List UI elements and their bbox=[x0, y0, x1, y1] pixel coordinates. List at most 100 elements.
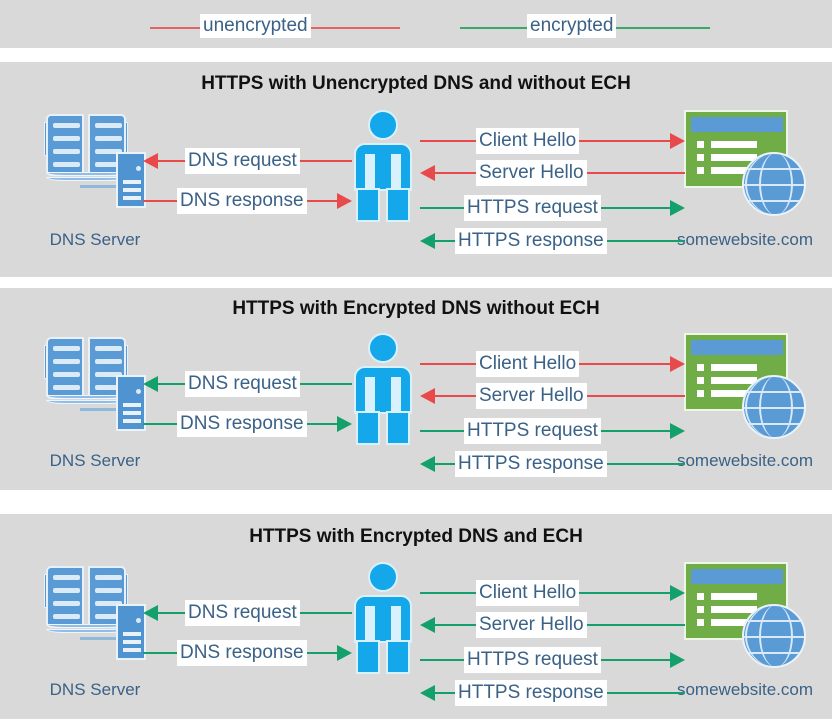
flow-dns-request: DNS request bbox=[143, 371, 352, 397]
book-icon bbox=[44, 562, 128, 636]
person-head bbox=[368, 333, 398, 363]
flow-label: DNS request bbox=[185, 600, 300, 626]
book-page-left bbox=[46, 114, 84, 176]
arrowhead-right-icon bbox=[670, 133, 685, 149]
globe-icon bbox=[742, 375, 806, 439]
person-arm-right bbox=[391, 377, 401, 413]
person-body bbox=[354, 595, 412, 643]
person-leg-left bbox=[356, 188, 380, 222]
person-leg-right bbox=[386, 411, 410, 445]
flow-server-hello: Server Hello bbox=[420, 383, 685, 409]
panel-encrypted-dns-and-ech: HTTPS with Encrypted DNS and ECH bbox=[0, 514, 832, 719]
server-status-dot bbox=[136, 618, 141, 623]
dns-server-icon bbox=[30, 562, 160, 672]
flow-client-hello: Client Hello bbox=[420, 580, 685, 606]
website-globe-icon bbox=[684, 333, 810, 441]
arrowhead-left-icon bbox=[143, 376, 158, 392]
flow-label: DNS request bbox=[185, 148, 300, 174]
arrowhead-right-icon bbox=[670, 423, 685, 439]
person-leg-left bbox=[356, 640, 380, 674]
panel-unencrypted-dns: HTTPS with Unencrypted DNS and without E… bbox=[0, 62, 832, 277]
server-status-dot bbox=[136, 389, 141, 394]
arrowhead-right-icon bbox=[670, 356, 685, 372]
website-label: somewebsite.com bbox=[676, 451, 814, 470]
flow-label: HTTPS response bbox=[455, 228, 607, 254]
flow-label: DNS request bbox=[185, 371, 300, 397]
person-arm-left bbox=[365, 154, 375, 190]
flow-https-request: HTTPS request bbox=[420, 647, 685, 673]
flow-dns-request: DNS request bbox=[143, 148, 352, 174]
flow-dns-response: DNS response bbox=[143, 188, 352, 214]
website-globe-icon bbox=[684, 110, 810, 218]
book-pages-fan bbox=[46, 624, 126, 628]
browser-titlebar bbox=[691, 340, 783, 355]
dns-server-icon bbox=[30, 110, 160, 220]
server-rack-icon bbox=[116, 152, 146, 208]
flow-https-request: HTTPS request bbox=[420, 195, 685, 221]
panel-title: HTTPS with Unencrypted DNS and without E… bbox=[201, 73, 631, 94]
person-arm-right bbox=[391, 606, 401, 642]
globe-icon bbox=[742, 604, 806, 668]
flow-label: HTTPS request bbox=[464, 195, 601, 221]
dns-server-label: DNS Server bbox=[49, 680, 141, 699]
arrowhead-left-icon bbox=[143, 153, 158, 169]
legend-item-encrypted: encrypted bbox=[460, 0, 710, 48]
legend-strip: unencrypted encrypted bbox=[0, 0, 832, 48]
flow-client-hello: Client Hello bbox=[420, 128, 685, 154]
person-leg-right bbox=[386, 188, 410, 222]
person-arm-left bbox=[365, 377, 375, 413]
book-pages-fan bbox=[46, 395, 126, 399]
arrowhead-left-icon bbox=[420, 388, 435, 404]
flow-label: Client Hello bbox=[476, 580, 580, 606]
arrowhead-right-icon bbox=[670, 200, 685, 216]
book-page-left bbox=[46, 566, 84, 628]
flow-label: DNS response bbox=[177, 411, 307, 437]
flow-label: HTTPS request bbox=[464, 647, 601, 673]
arrowhead-left-icon bbox=[420, 165, 435, 181]
legend-label-encrypted: encrypted bbox=[527, 14, 617, 38]
book-page-left bbox=[46, 337, 84, 399]
dns-server-icon bbox=[30, 333, 160, 443]
flow-label: DNS response bbox=[177, 188, 307, 214]
arrowhead-left-icon bbox=[420, 617, 435, 633]
user-person-icon bbox=[352, 333, 414, 445]
website-label: somewebsite.com bbox=[676, 680, 814, 699]
person-leg-left bbox=[356, 411, 380, 445]
book-pages-fan bbox=[46, 172, 126, 176]
server-status-dot bbox=[136, 166, 141, 171]
arrowhead-left-icon bbox=[420, 233, 435, 249]
arrowhead-right-icon bbox=[337, 416, 352, 432]
flow-https-response: HTTPS response bbox=[420, 680, 685, 706]
flow-client-hello: Client Hello bbox=[420, 351, 685, 377]
legend-item-unencrypted: unencrypted bbox=[150, 0, 400, 48]
person-head bbox=[368, 562, 398, 592]
flow-dns-response: DNS response bbox=[143, 411, 352, 437]
flow-label: Client Hello bbox=[476, 128, 580, 154]
flow-label: HTTPS response bbox=[455, 680, 607, 706]
flow-https-response: HTTPS response bbox=[420, 451, 685, 477]
user-person-icon bbox=[352, 562, 414, 674]
browser-titlebar bbox=[691, 117, 783, 132]
flow-label: Server Hello bbox=[476, 160, 587, 186]
globe-icon bbox=[742, 152, 806, 216]
flow-dns-request: DNS request bbox=[143, 600, 352, 626]
book-pages-fan-2 bbox=[46, 400, 126, 404]
flow-https-request: HTTPS request bbox=[420, 418, 685, 444]
panel-encrypted-dns: HTTPS with Encrypted DNS without ECH bbox=[0, 288, 832, 490]
flow-label: DNS response bbox=[177, 640, 307, 666]
flow-label: Client Hello bbox=[476, 351, 580, 377]
person-arm-left bbox=[365, 606, 375, 642]
flow-server-hello: Server Hello bbox=[420, 612, 685, 638]
flow-label: Server Hello bbox=[476, 612, 587, 638]
person-body bbox=[354, 143, 412, 191]
server-rack-icon bbox=[116, 604, 146, 660]
person-body bbox=[354, 366, 412, 414]
panel-title: HTTPS with Encrypted DNS and ECH bbox=[249, 526, 583, 547]
panel-title: HTTPS with Encrypted DNS without ECH bbox=[232, 298, 600, 319]
website-globe-icon bbox=[684, 562, 810, 670]
arrowhead-right-icon bbox=[670, 585, 685, 601]
server-rack-icon bbox=[116, 375, 146, 431]
legend-label-unencrypted: unencrypted bbox=[200, 14, 311, 38]
arrowhead-left-icon bbox=[420, 456, 435, 472]
